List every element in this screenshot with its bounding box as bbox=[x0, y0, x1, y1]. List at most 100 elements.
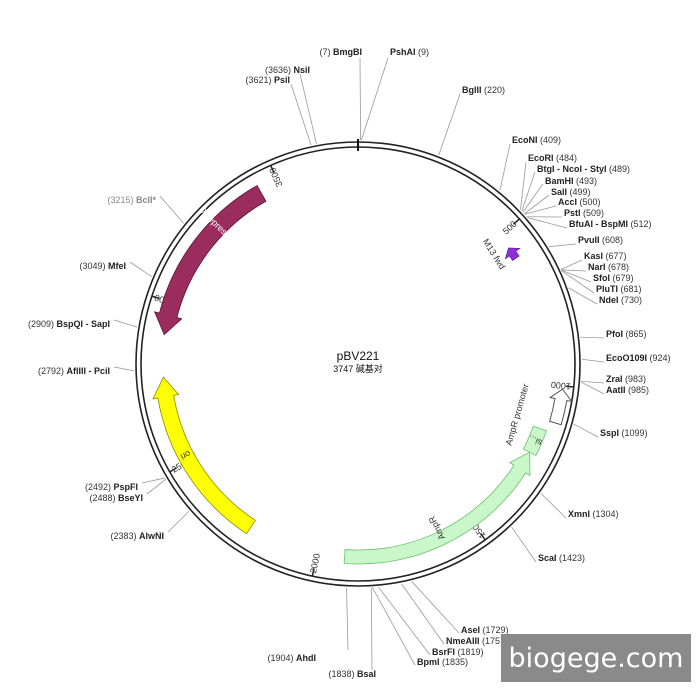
site-name: BpmI bbox=[417, 657, 440, 667]
site-pluti[interactable]: PluTI (681) bbox=[596, 284, 642, 294]
leader-nsii bbox=[299, 73, 317, 144]
site-afliii-pcii[interactable]: (2792) AflIII - PciI bbox=[38, 366, 110, 376]
site-name: PfoI bbox=[606, 329, 623, 339]
site-bglii[interactable]: BglII (220) bbox=[462, 85, 505, 95]
site-name: AseI bbox=[461, 625, 480, 635]
site-bcli[interactable]: (3215) BclI* bbox=[107, 195, 156, 205]
site-position: (1904) bbox=[267, 653, 293, 663]
site-zrai[interactable]: ZraI (983) bbox=[606, 374, 646, 384]
site-position: (679) bbox=[613, 273, 634, 283]
site-pshai[interactable]: PshAI (9) bbox=[390, 47, 429, 57]
site-position: (608) bbox=[602, 235, 623, 245]
ori-label: ori bbox=[179, 448, 193, 462]
site-name: NdeI bbox=[599, 295, 619, 305]
ampr-promoter-feature bbox=[548, 388, 573, 426]
site-name: EcoO109I bbox=[606, 353, 647, 363]
leader-psii bbox=[290, 83, 312, 146]
site-position: (1757) bbox=[482, 636, 508, 646]
site-name: BsaI bbox=[357, 669, 376, 679]
site-sali[interactable]: SalI (499) bbox=[551, 187, 591, 197]
site-bsrfi[interactable]: BsrFI (1819) bbox=[432, 647, 484, 657]
site-name: SspI bbox=[600, 428, 619, 438]
plasmid-name: pBV221 bbox=[337, 349, 380, 363]
site-psii[interactable]: (3621) PsiI bbox=[245, 75, 290, 85]
leader-scai bbox=[511, 526, 537, 563]
site-position: (2383) bbox=[110, 531, 136, 541]
site-pvuii[interactable]: PvuII (608) bbox=[578, 235, 623, 245]
site-scai[interactable]: ScaI (1423) bbox=[538, 553, 585, 563]
ori-feature bbox=[152, 376, 256, 535]
site-position: (9) bbox=[418, 47, 429, 57]
site-position: (484) bbox=[556, 153, 577, 163]
leader-sspi bbox=[573, 423, 599, 438]
site-sspi[interactable]: SspI (1099) bbox=[600, 428, 648, 438]
ampr-promoter-label: AmpR promoter bbox=[504, 383, 531, 447]
site-econi[interactable]: EcoNI (409) bbox=[512, 135, 561, 145]
leader-aatii bbox=[581, 381, 605, 395]
site-name: BfuAI - BspMI bbox=[569, 219, 628, 229]
site-mfei[interactable]: (3049) MfeI bbox=[79, 261, 126, 271]
site-position: (1304) bbox=[593, 509, 619, 519]
leader-bseyi bbox=[146, 478, 167, 495]
site-nari[interactable]: NarI (678) bbox=[588, 262, 629, 272]
leader-kasi bbox=[560, 259, 583, 270]
leader-afliii-pcii bbox=[113, 366, 135, 372]
site-psti[interactable]: PstI (509) bbox=[564, 208, 604, 218]
site-position: (730) bbox=[621, 295, 642, 305]
leader-ecori bbox=[520, 161, 527, 210]
site-bmgbi[interactable]: (7) BmgBI bbox=[319, 47, 362, 57]
site-name: NmeAIII bbox=[446, 636, 480, 646]
site-pfoi[interactable]: PfoI (865) bbox=[606, 329, 647, 339]
site-bseyi[interactable]: (2488) BseYI bbox=[89, 493, 143, 503]
site-kasi[interactable]: KasI (677) bbox=[584, 251, 627, 261]
site-alwni[interactable]: (2383) AlwNI bbox=[110, 531, 164, 541]
leader-xmni bbox=[540, 493, 567, 519]
site-name: AatII bbox=[606, 385, 626, 395]
site-sfoi[interactable]: SfoI (679) bbox=[593, 273, 634, 283]
scale-tick-2500 bbox=[169, 467, 178, 473]
ampr-signal-feature bbox=[522, 425, 548, 457]
site-position: (509) bbox=[583, 208, 604, 218]
scale-tick-500 bbox=[512, 218, 520, 225]
leader-asei bbox=[411, 581, 460, 634]
scale-label-1000: 1000 bbox=[550, 380, 571, 392]
leader-mfei bbox=[129, 261, 152, 278]
scale-label-3500: 3500 bbox=[267, 166, 284, 188]
site-name: PspFI bbox=[113, 482, 138, 492]
site-ndei[interactable]: NdeI (730) bbox=[599, 295, 642, 305]
site-name: PshAI bbox=[390, 47, 416, 57]
site-aatii[interactable]: AatII (985) bbox=[606, 385, 649, 395]
site-nmeaiii[interactable]: NmeAIII (1757) bbox=[446, 636, 508, 646]
leader-sali bbox=[524, 194, 550, 215]
site-bamhi[interactable]: BamHI (493) bbox=[545, 176, 597, 186]
leader-bcli bbox=[159, 195, 184, 224]
leader-bmgbi bbox=[359, 57, 362, 141]
site-ecori[interactable]: EcoRI (484) bbox=[528, 153, 577, 163]
site-bpmi[interactable]: BpmI (1835) bbox=[417, 657, 468, 667]
site-bspqi-sapi[interactable]: (2909) BspQI - SapI bbox=[28, 319, 110, 329]
site-nsii[interactable]: (3636) NsiI bbox=[265, 65, 310, 75]
site-ecoo109i[interactable]: EcoO109I (924) bbox=[606, 353, 671, 363]
site-name: AflIII - PciI bbox=[66, 366, 110, 376]
site-position: (678) bbox=[608, 262, 629, 272]
site-name: BseYI bbox=[118, 493, 143, 503]
leader-acci bbox=[524, 205, 557, 215]
site-btgi-ncoi-styi[interactable]: BtgI - NcoI - StyI (489) bbox=[537, 164, 630, 174]
site-name: BtgI - NcoI - StyI bbox=[537, 164, 607, 174]
site-asei[interactable]: AseI (1729) bbox=[461, 625, 509, 635]
site-acci[interactable]: AccI (500) bbox=[558, 197, 601, 207]
site-ahdi[interactable]: (1904) AhdI bbox=[267, 653, 316, 663]
site-bfuai-bspmi[interactable]: BfuAI - BspMI (512) bbox=[569, 219, 652, 229]
leader-pfoi bbox=[580, 336, 605, 339]
site-xmni[interactable]: XmnI (1304) bbox=[568, 509, 619, 519]
site-pspfi[interactable]: (2492) PspFI bbox=[85, 482, 138, 492]
site-name: BclI* bbox=[136, 195, 157, 205]
leader-alwni bbox=[167, 510, 190, 533]
site-name: AlwNI bbox=[139, 531, 164, 541]
leader-btgi-ncoi-styi bbox=[521, 171, 536, 212]
leader-pluti bbox=[561, 270, 595, 294]
site-name: ScaI bbox=[538, 553, 557, 563]
site-position: (2488) bbox=[89, 493, 115, 503]
site-position: (865) bbox=[626, 329, 647, 339]
site-bsai[interactable]: (1838) BsaI bbox=[328, 669, 376, 679]
